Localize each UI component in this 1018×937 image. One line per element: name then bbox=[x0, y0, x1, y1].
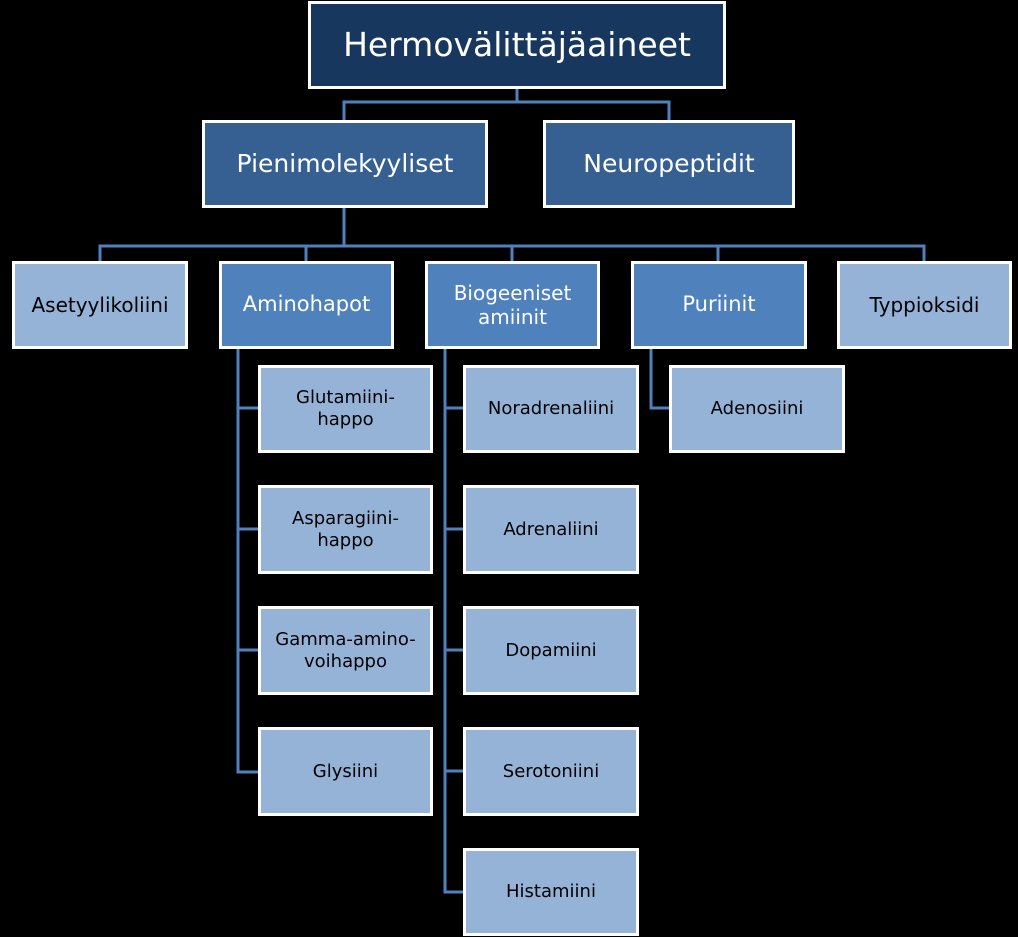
node-histamiini: Histamiini bbox=[463, 848, 639, 936]
node-label: Asparagiini- happo bbox=[292, 507, 399, 551]
node-label: Neuropeptidit bbox=[583, 149, 755, 178]
node-adrenaliini: Adrenaliini bbox=[463, 485, 639, 574]
node-label: Adenosiini bbox=[710, 398, 804, 420]
node-label: Hermovälittäjäaineet bbox=[343, 25, 691, 65]
node-asparagiinihappo: Asparagiini- happo bbox=[258, 485, 433, 574]
node-label: Glysiini bbox=[312, 760, 379, 782]
node-puriinit: Puriinit bbox=[631, 261, 807, 349]
node-label: Gamma-amino- voihappo bbox=[275, 628, 416, 672]
node-label: Histamiini bbox=[506, 881, 596, 903]
node-typpioksidi: Typpioksidi bbox=[837, 261, 1012, 349]
node-label: Asetyylikoliini bbox=[31, 293, 169, 317]
node-pienimolekyyliset: Pienimolekyyliset bbox=[202, 120, 488, 208]
node-asetyylikoliini: Asetyylikoliini bbox=[12, 261, 188, 349]
node-label: Pienimolekyyliset bbox=[236, 149, 454, 178]
node-label: Noradrenaliini bbox=[487, 398, 615, 420]
node-glysiini: Glysiini bbox=[258, 727, 433, 816]
node-neuropeptidit: Neuropeptidit bbox=[543, 120, 795, 208]
node-label: Aminohapot bbox=[242, 292, 371, 317]
node-label: Biogeeniset amiinit bbox=[453, 281, 572, 329]
node-biogeeniset-amiinit: Biogeeniset amiinit bbox=[425, 261, 600, 349]
node-adenosiini: Adenosiini bbox=[669, 365, 845, 453]
node-label: Adrenaliini bbox=[503, 518, 599, 540]
node-label: Dopamiini bbox=[505, 639, 597, 661]
node-label: Glutamiini- happo bbox=[296, 387, 395, 430]
node-gamma-aminovoihappo: Gamma-amino- voihappo bbox=[258, 606, 433, 695]
node-hermovalittajaaineet: Hermovälittäjäaineet bbox=[308, 1, 726, 89]
node-aminohapot: Aminohapot bbox=[219, 261, 394, 349]
node-glutamiinihappo: Glutamiini- happo bbox=[258, 365, 433, 453]
node-dopamiini: Dopamiini bbox=[463, 606, 639, 695]
node-label: Typpioksidi bbox=[869, 293, 980, 317]
node-serotoniini: Serotoniini bbox=[463, 727, 639, 816]
node-label: Puriinit bbox=[682, 292, 756, 317]
node-noradrenaliini: Noradrenaliini bbox=[463, 365, 639, 453]
node-label: Serotoniini bbox=[502, 760, 600, 782]
